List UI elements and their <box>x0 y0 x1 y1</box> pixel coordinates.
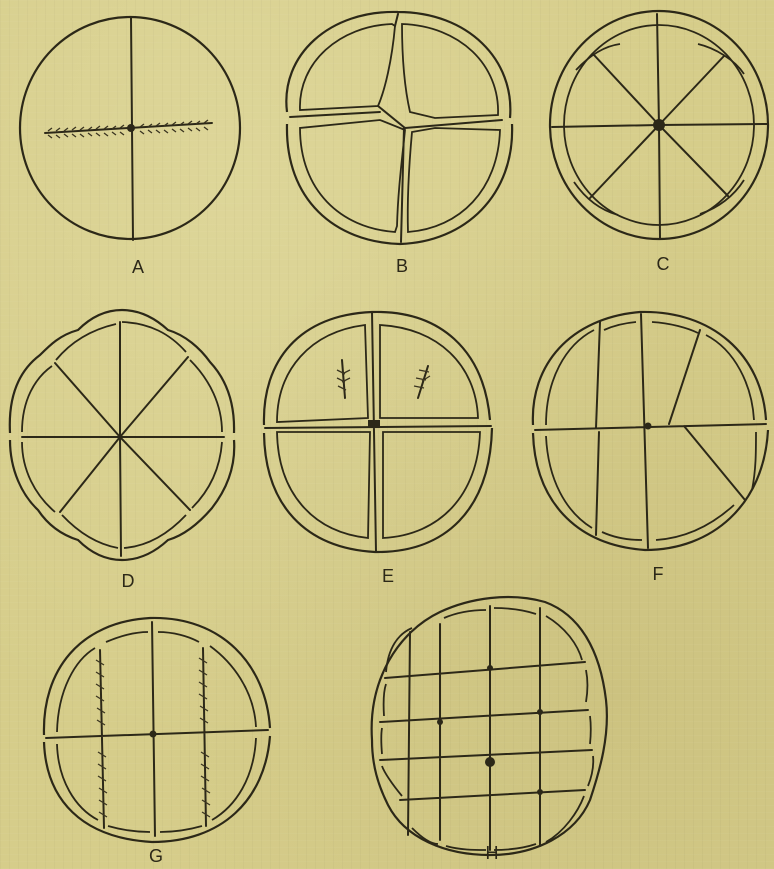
figure-f <box>533 312 768 550</box>
figure-h <box>372 597 607 855</box>
figure-d <box>10 310 234 560</box>
figure-b-cell-1 <box>300 24 395 110</box>
figure-b <box>286 12 512 244</box>
figure-f-centre <box>645 423 652 430</box>
label-e: E <box>373 566 403 587</box>
figure-c-centre <box>653 119 665 131</box>
figure-a-centre <box>127 124 135 132</box>
figure-g-centre <box>150 731 157 738</box>
figure-g-furrows <box>46 622 268 836</box>
figure-f-cell-rims <box>546 322 756 540</box>
figure-f-lower-shell <box>533 430 768 550</box>
figure-g-upper-shell <box>44 618 270 735</box>
figure-a <box>20 17 240 240</box>
figure-d-radial-furrows <box>22 322 224 556</box>
figure-e-cell-3 <box>277 432 370 538</box>
figure-h-node-4 <box>537 789 543 795</box>
label-d: D <box>113 571 143 592</box>
figure-e-lower-shell <box>264 428 492 552</box>
label-h: H <box>477 843 507 864</box>
label-g: G <box>141 846 171 867</box>
figure-h-node-3 <box>487 665 493 671</box>
figure-e-upper-shell <box>264 312 490 425</box>
figure-b-cell-4 <box>408 128 500 232</box>
figure-b-cell-3 <box>300 120 405 232</box>
figure-f-upper-shell <box>533 312 766 425</box>
figure-e <box>264 312 492 552</box>
label-c: C <box>648 254 678 275</box>
figure-h-grid-furrows <box>380 606 592 850</box>
figure-h-cell-rims <box>381 608 593 850</box>
figure-b-cell-2 <box>402 24 498 118</box>
figure-g-lower-shell <box>44 736 270 842</box>
figure-h-node-2 <box>537 709 543 715</box>
figure-e-centre <box>368 420 380 428</box>
figure-h-centre <box>485 757 495 767</box>
label-f: F <box>643 564 673 585</box>
figure-c <box>550 11 768 239</box>
figure-g <box>44 618 270 842</box>
figure-e-cell-1 <box>277 325 368 422</box>
label-b: B <box>387 256 417 277</box>
label-a: A <box>123 257 153 278</box>
figure-b-upper-shell <box>286 12 510 118</box>
figure-h-node-1 <box>437 719 443 725</box>
figure-e-spindle-left <box>342 360 345 398</box>
figure-e-cell-4 <box>383 432 480 538</box>
